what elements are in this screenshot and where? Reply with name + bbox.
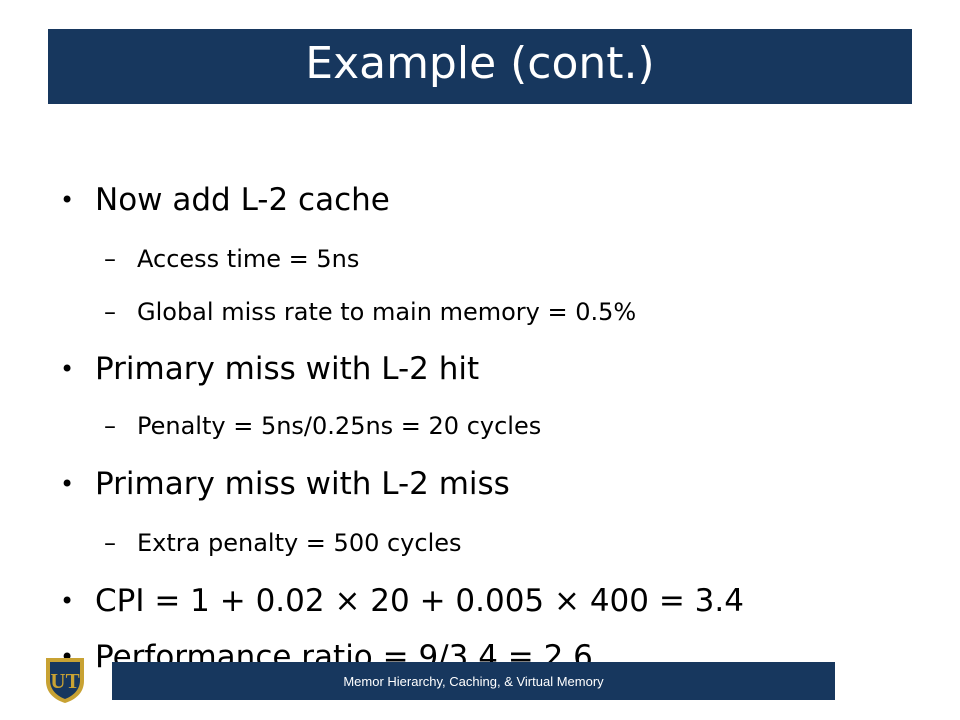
bullet-text: Primary miss with L-2 miss bbox=[95, 466, 510, 502]
logo-text: UT bbox=[50, 669, 79, 693]
bullet-marker: • bbox=[60, 470, 75, 498]
sub-bullet-marker: – bbox=[104, 412, 116, 440]
slide-title-bar: Example (cont.) bbox=[48, 29, 912, 104]
bullet-marker: • bbox=[60, 587, 75, 615]
sub-bullet-marker: – bbox=[104, 529, 116, 557]
slide-title: Example (cont.) bbox=[305, 37, 655, 89]
footer-bar: Memor Hierarchy, Caching, & Virtual Memo… bbox=[112, 662, 835, 700]
sub-bullet-text: Access time = 5ns bbox=[137, 245, 360, 273]
bullet-text: Now add L-2 cache bbox=[95, 182, 390, 218]
bullet-marker: • bbox=[60, 355, 75, 383]
bullet-text: CPI = 1 + 0.02 × 20 + 0.005 × 400 = 3.4 bbox=[95, 583, 744, 619]
university-shield-logo-icon: UT bbox=[46, 658, 84, 703]
sub-bullet-text: Extra penalty = 500 cycles bbox=[137, 529, 462, 557]
sub-bullet-marker: – bbox=[104, 298, 116, 326]
sub-bullet-text: Penalty = 5ns/0.25ns = 20 cycles bbox=[137, 412, 542, 440]
sub-bullet-marker: – bbox=[104, 245, 116, 273]
bullet-marker: • bbox=[60, 186, 75, 214]
sub-bullet-text: Global miss rate to main memory = 0.5% bbox=[137, 298, 637, 326]
bullet-text: Primary miss with L-2 hit bbox=[95, 351, 480, 387]
footer-text: Memor Hierarchy, Caching, & Virtual Memo… bbox=[343, 673, 604, 689]
